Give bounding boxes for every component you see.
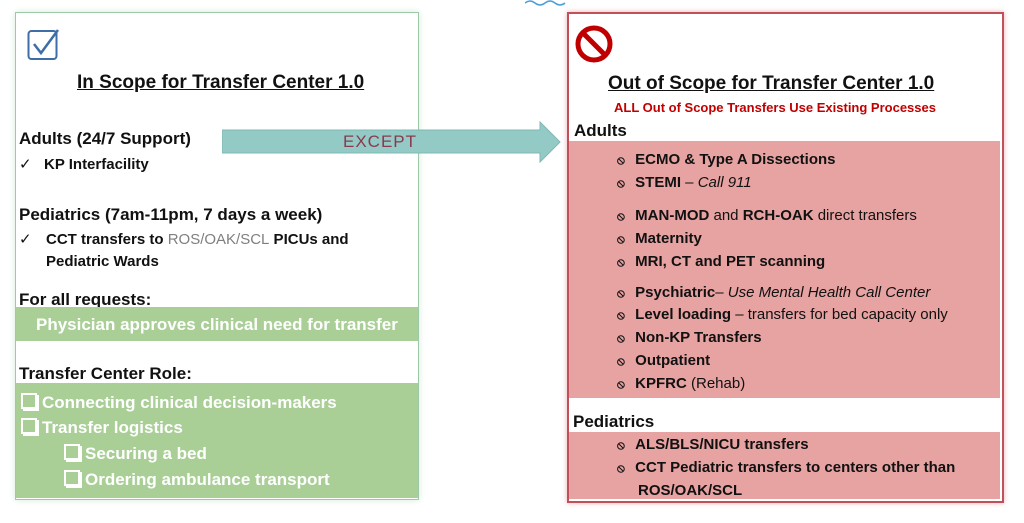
requests-note: Physician approves clinical need for tra… <box>36 315 398 334</box>
peds-item: ✓CCT transfers to ROS/OAK/SCL PICUs and <box>19 231 349 248</box>
requests-heading: For all requests: <box>19 290 152 309</box>
out-scope-subtitle: ALL Out of Scope Transfers Use Existing … <box>614 100 936 115</box>
out-scope-title: Out of Scope for Transfer Center 1.0 <box>608 73 935 94</box>
checkbox-empty-icon <box>21 393 37 409</box>
out-adults-item: ⦸ Level loading – transfers for bed capa… <box>617 306 948 323</box>
role-block <box>16 383 418 498</box>
prohibited-bullet-icon: ⦸ <box>617 438 625 452</box>
out-adults-item: ⦸ Non-KP Transfers <box>617 329 762 346</box>
checkbox-empty-icon <box>21 418 37 434</box>
out-adults-item: ⦸ KPFRC (Rehab) <box>617 375 746 392</box>
checkbox-empty-icon <box>64 470 80 486</box>
prohibited-bullet-icon: ⦸ <box>617 354 625 368</box>
prohibited-bullet-icon: ⦸ <box>617 331 625 345</box>
out-adults-item: ⦸ Outpatient <box>617 352 711 369</box>
prohibited-bullet-icon: ⦸ <box>617 176 625 190</box>
peds-block <box>569 432 1000 499</box>
prohibited-bullet-icon: ⦸ <box>617 255 625 269</box>
out-peds-heading: Pediatrics <box>573 412 655 431</box>
requests-note-bar <box>16 307 418 341</box>
out-adults-heading: Adults <box>574 121 627 140</box>
prohibited-bullet-icon: ⦸ <box>617 308 625 322</box>
except-arrow <box>222 121 561 163</box>
prohibited-bullet-icon: ⦸ <box>617 286 625 300</box>
out-adults-item: ⦸ MAN-MOD and RCH-OAK direct transfers <box>617 207 917 224</box>
in-scope-title: In Scope for Transfer Center 1.0 <box>77 72 365 93</box>
role-item: Transfer logistics <box>21 418 183 438</box>
out-adults-item: ⦸ STEMI – Call 911 <box>617 174 752 191</box>
adults-heading: Adults (24/7 Support) <box>19 129 191 148</box>
out-adults-item: ⦸ Maternity <box>617 230 702 247</box>
except-label: EXCEPT <box>343 132 418 151</box>
adults-item: ✓KP Interfacility <box>19 156 149 173</box>
role-item: Securing a bed <box>64 444 207 464</box>
out-peds-item-line2: ROS/OAK/SCL <box>638 482 743 499</box>
prohibited-bullet-icon: ⦸ <box>617 153 625 167</box>
out-adults-item: ⦸ ECMO & Type A Dissections <box>617 151 836 168</box>
prohibited-icon <box>575 25 613 63</box>
checkbox-empty-icon <box>64 444 80 460</box>
role-item: Connecting clinical decision-makers <box>21 393 337 413</box>
prohibited-bullet-icon: ⦸ <box>617 232 625 246</box>
checkbox-checked-icon <box>27 29 60 60</box>
peds-heading: Pediatrics (7am-11pm, 7 days a week) <box>19 205 323 224</box>
out-adults-item: ⦸ Psychiatric– Use Mental Health Call Ce… <box>617 284 931 301</box>
prohibited-bullet-icon: ⦸ <box>617 377 625 391</box>
role-item: Ordering ambulance transport <box>64 470 330 490</box>
prohibited-bullet-icon: ⦸ <box>617 209 625 223</box>
prohibited-bullet-icon: ⦸ <box>617 461 625 475</box>
out-adults-item: ⦸ MRI, CT and PET scanning <box>617 253 826 270</box>
wave-decoration <box>525 0 566 6</box>
out-peds-item: ⦸ ALS/BLS/NICU transfers <box>617 436 809 453</box>
out-peds-item: ⦸ CCT Pediatric transfers to centers oth… <box>617 459 956 476</box>
peds-item-line2: Pediatric Wards <box>46 253 159 270</box>
adults-block <box>569 141 1000 398</box>
role-heading: Transfer Center Role: <box>19 364 192 383</box>
